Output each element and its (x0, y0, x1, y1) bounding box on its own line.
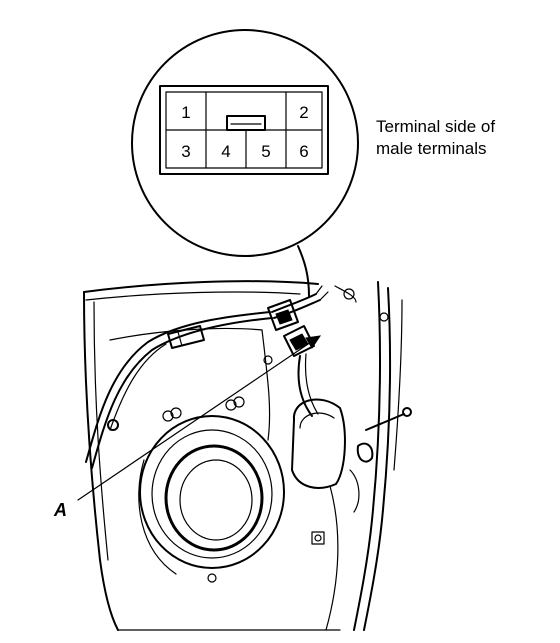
pin-label-2: 2 (299, 103, 308, 122)
pin-label-5: 5 (261, 142, 270, 161)
callout-a-label: A (53, 500, 67, 520)
caption-line-2: male terminals (376, 139, 487, 158)
connector-face: 1 2 3 4 5 6 (159, 85, 329, 175)
inner-latch-recess (291, 398, 346, 489)
magnifier-circle (131, 29, 359, 257)
connector-lock-tab (226, 115, 266, 131)
connector-outline (159, 85, 329, 175)
pin-label-3: 3 (181, 142, 190, 161)
callout-a-arrowhead (305, 335, 322, 349)
speaker-connector (267, 299, 319, 417)
callout-a-leader (77, 339, 315, 501)
latch-rod (349, 407, 412, 513)
pin-label-4: 4 (221, 142, 230, 161)
wire-harness (85, 285, 329, 469)
caption-line-1: Terminal side of (376, 117, 495, 136)
magnifier-leader-line (297, 245, 310, 297)
pin-label-6: 6 (299, 142, 308, 161)
mounting-clips (162, 312, 389, 583)
magnified-connector-view: 1 2 3 4 5 6 (131, 29, 359, 257)
callout-a: A (53, 335, 322, 520)
pin-label-1: 1 (181, 103, 190, 122)
speaker (138, 415, 285, 575)
terminal-side-caption: Terminal side of male terminals (376, 117, 495, 158)
